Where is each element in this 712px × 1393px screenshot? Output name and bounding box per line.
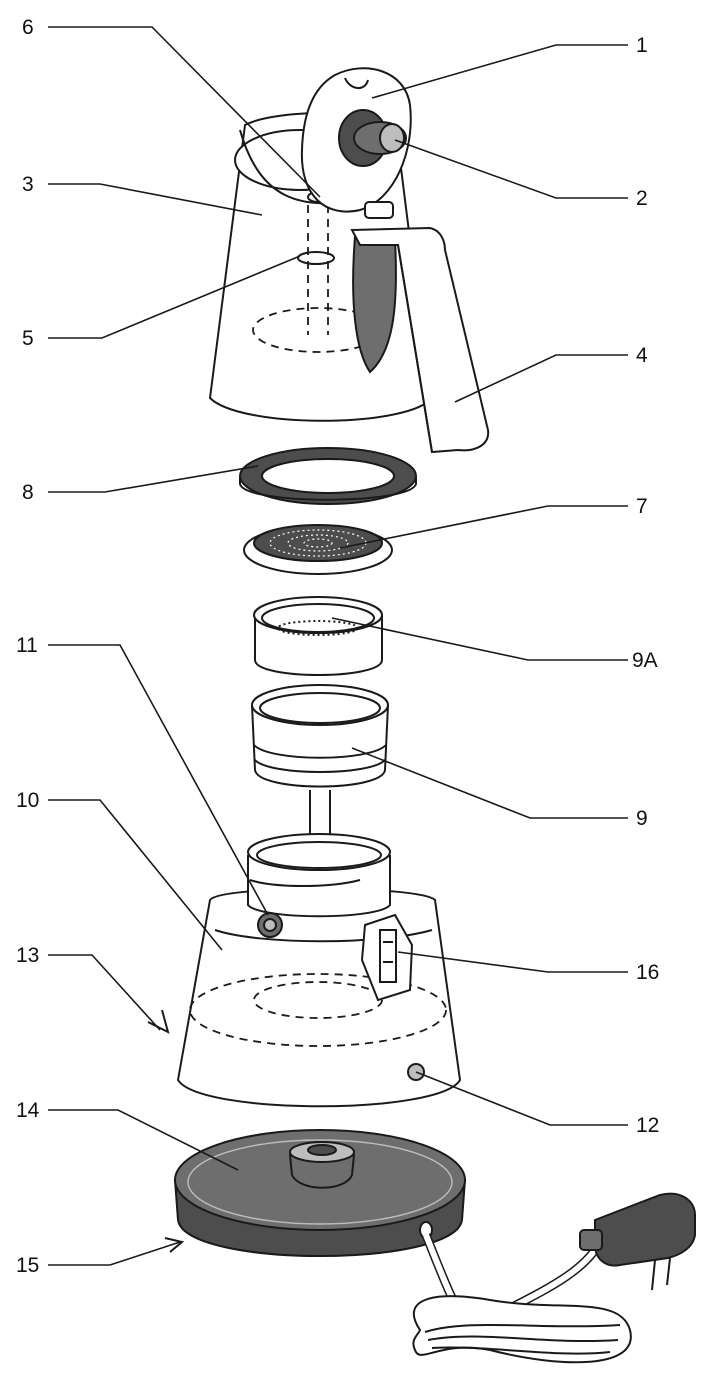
label-10: 10 <box>16 789 40 812</box>
label-14: 14 <box>16 1099 40 1122</box>
label-6: 6 <box>22 16 34 39</box>
filter-plate <box>243 524 393 575</box>
filter-basket-9a <box>253 596 383 676</box>
label-4: 4 <box>636 344 648 367</box>
label-16: 16 <box>636 961 660 984</box>
power-cord-plug <box>412 1192 696 1364</box>
label-12: 12 <box>636 1114 660 1137</box>
base-plate <box>173 1129 467 1257</box>
label-2: 2 <box>636 187 648 210</box>
label-1: 1 <box>636 34 648 57</box>
handle <box>350 226 490 454</box>
funnel-filter-9 <box>251 684 389 862</box>
ring-gasket <box>239 447 417 505</box>
label-8: 8 <box>22 481 34 504</box>
lid <box>300 67 412 219</box>
label-11: 11 <box>16 634 38 657</box>
label-13: 13 <box>16 944 40 967</box>
label-7: 7 <box>636 495 648 518</box>
label-3: 3 <box>22 173 34 196</box>
label-15: 15 <box>16 1254 40 1277</box>
label-5: 5 <box>22 327 34 350</box>
label-9a: 9A <box>632 649 658 672</box>
label-9: 9 <box>636 807 648 830</box>
lower-jug <box>176 833 462 1108</box>
leader-lines <box>48 26 628 1266</box>
